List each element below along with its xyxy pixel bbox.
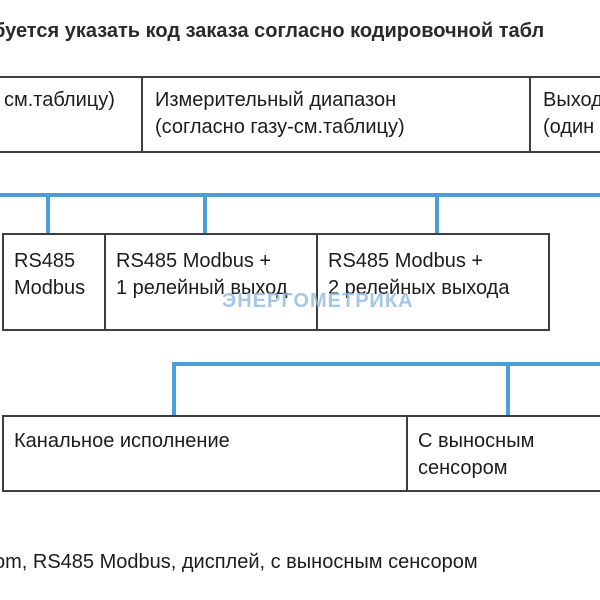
measuring-range-line1: Измерительный диапазон [155, 89, 397, 111]
cell-output-signal: Выходн (один и [529, 78, 600, 151]
rs485-line2: Modbus [14, 277, 86, 299]
remote-sensor-line2: сенсором [418, 457, 508, 479]
watermark: ЭНЕРГОМЕТРИКА [222, 290, 414, 312]
rs485-1relay-line2: 1 релейный выход [116, 277, 288, 299]
option-duct-version: Канальное исполнение [4, 417, 406, 490]
connector-bottom-drop-1 [172, 362, 176, 417]
interface-options-row: RS485 Modbus RS485 Modbus + 1 релейный в… [2, 233, 550, 331]
remote-sensor-line1: С выносным [418, 430, 535, 452]
output-signal-line1: Выходн [543, 89, 600, 111]
cell-gas-table: см.таблицу) [0, 78, 141, 151]
page-title: буется указать код заказа согласно кодир… [0, 20, 545, 42]
connector-bottom-horizontal-line [172, 362, 600, 366]
connector-top-drop-1 [46, 195, 50, 235]
connector-top-drop-3 [435, 195, 439, 235]
option-rs485-modbus: RS485 Modbus [4, 235, 104, 329]
rs485-2relay-line1: RS485 Modbus + [328, 250, 484, 272]
example-text: om, RS485 Modbus, дисплей, с выносным се… [0, 551, 478, 573]
duct-version-line: Канальное исполнение [14, 430, 230, 452]
mounting-options-row: Канальное исполнение С выносным сенсором [2, 415, 600, 492]
option-remote-sensor: С выносным сенсором [406, 417, 600, 490]
measuring-range-line2: (согласно газу-см.таблицу) [155, 116, 405, 138]
option-rs485-1-relay: RS485 Modbus + 1 релейный выход [104, 235, 316, 329]
rs485-1relay-line1: RS485 Modbus + [116, 250, 272, 272]
connector-top-horizontal-line [0, 193, 600, 197]
option-rs485-2-relay: RS485 Modbus + 2 релейных выхода [316, 235, 548, 329]
rs485-2relay-line2: 2 релейных выхода [328, 277, 510, 299]
rs485-line1: RS485 [14, 250, 76, 272]
code-table-header-row: см.таблицу) Измерительный диапазон (согл… [0, 76, 600, 153]
cell-measuring-range: Измерительный диапазон (согласно газу-см… [141, 78, 529, 151]
output-signal-line2: (один и [543, 116, 600, 138]
connector-top-drop-2 [203, 195, 207, 235]
connector-bottom-drop-2 [506, 364, 510, 417]
cell-gas-line: см.таблицу) [4, 89, 115, 111]
